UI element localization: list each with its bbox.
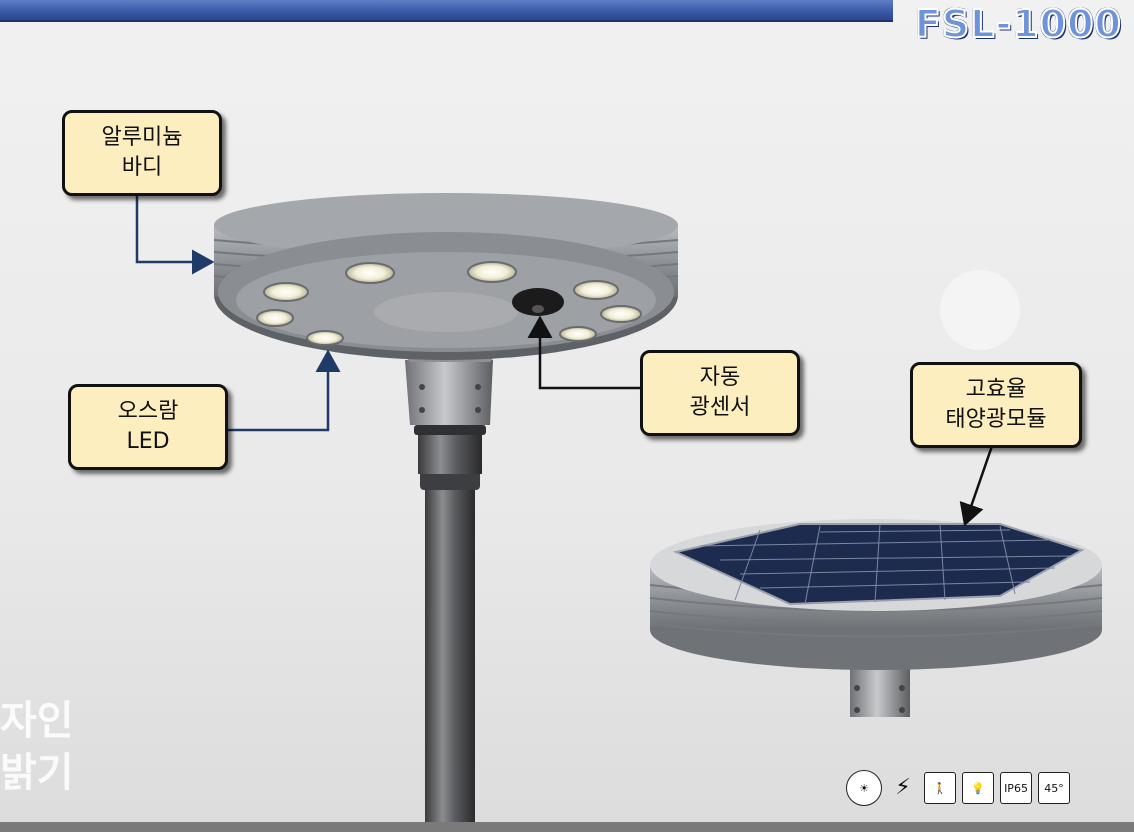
callout-osram-led-line2: LED	[126, 429, 170, 454]
callout-osram-led: 오스람 LED	[68, 384, 228, 470]
callout-auto-light-sensor-line2: 광센서	[689, 395, 751, 420]
callout-solar-line2: 태양광모듈	[945, 407, 1047, 432]
callout-high-efficiency-solar-module: 고효율 태양광모듈	[910, 362, 1082, 448]
callout-aluminum-body-line2: 바디	[121, 155, 163, 180]
callout-auto-light-sensor-line1: 자동	[699, 365, 741, 390]
bottom-bar	[0, 822, 1134, 832]
callout-aluminum-body-line1: 알루미늄	[101, 125, 183, 150]
callout-osram-led-line1: 오스람	[117, 399, 179, 424]
callout-aluminum-body: 알루미늄 바디	[62, 110, 222, 196]
solar-sun-panel-icon: ☀	[846, 770, 882, 806]
thermometer-icon: 45°	[1038, 772, 1070, 804]
light-bulb-icon: 💡	[962, 772, 994, 804]
callout-auto-light-sensor: 자동 광센서	[640, 350, 800, 436]
ip65-rating-icon: IP65	[1000, 772, 1032, 804]
battery-charge-icon: ⚡	[895, 774, 911, 800]
callout-solar-line1: 고효율	[965, 377, 1027, 402]
feature-icon-row: ☀ ⚡ 🚶 💡 IP65 45°	[846, 770, 1070, 806]
motion-sensor-icon: 🚶	[924, 772, 956, 804]
model-title: FSL-1000	[914, 1, 1122, 47]
ghost-text-line1: 자인	[0, 698, 74, 744]
top-header-bar	[0, 0, 893, 22]
ghost-text-line2: 밝기	[0, 750, 74, 796]
